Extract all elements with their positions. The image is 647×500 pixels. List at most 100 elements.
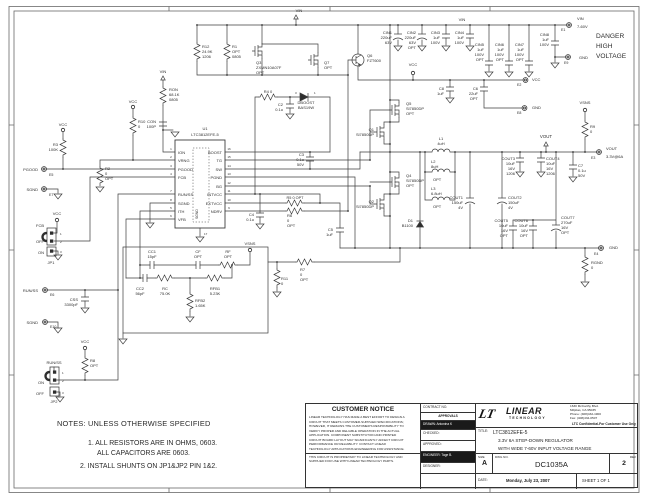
note-2: 2. INSTALL SHUNTS ON JP1&JP2 PIN 1&2. xyxy=(80,463,218,470)
schematic-label: 10uF xyxy=(546,161,556,166)
dboost-ref: DBOOST xyxy=(298,100,315,105)
junction-dots xyxy=(62,24,586,381)
schematic-label: 63V xyxy=(409,40,416,45)
sheet-border xyxy=(8,6,640,493)
approved-cell: APPROVED: xyxy=(421,441,475,452)
d1-ref: D1 xyxy=(408,218,414,223)
schematic-label: 9 xyxy=(228,206,230,210)
schematic-label: OPT xyxy=(256,70,265,75)
schematic-label: E2 xyxy=(517,83,521,87)
schematic-label: 16 xyxy=(227,147,231,151)
q7-mosfet xyxy=(307,51,319,69)
schematic-label: 4 xyxy=(170,172,172,176)
schematic-label: EXTVCC xyxy=(206,201,222,206)
approvals-header: APPROVALS xyxy=(421,413,475,421)
schematic-label: OPT xyxy=(500,233,509,238)
cout7-ref: COUT7 xyxy=(561,215,575,220)
vsns-net1: VSNS xyxy=(245,241,256,246)
danger-2: HIGH xyxy=(596,43,613,50)
schematic-label: OPT xyxy=(300,277,309,282)
schematic-label: 100V xyxy=(431,40,441,45)
q6-bjt xyxy=(351,53,365,67)
schematic-label: OFF xyxy=(36,239,45,244)
schematic-label: 1206 xyxy=(506,171,516,176)
c4-ref: C4 xyxy=(249,212,255,217)
schematic-label: 68.1K xyxy=(169,92,180,97)
q1-mosfet xyxy=(373,123,385,141)
q1-ref: Q1 xyxy=(369,127,375,132)
rev-label: REV xyxy=(629,455,636,459)
schematic-label: 63V xyxy=(385,40,392,45)
u1-part: LTC3812EFE-5 xyxy=(191,132,219,137)
schematic-label: 11 xyxy=(227,189,230,193)
cout1-ref: COUT1 xyxy=(449,195,463,200)
schematic-label: OPT xyxy=(232,49,241,54)
cin6-ref: CIN6 xyxy=(495,42,505,47)
contract-no-cell: CONTRACT NO. xyxy=(421,404,475,413)
q2-ref: Q2 xyxy=(369,199,375,204)
schematic-label: 10uF xyxy=(499,223,509,228)
schematic-label: 100V xyxy=(515,52,525,57)
schematic-label: 100V xyxy=(540,42,550,47)
jp2-label: JP2 xyxy=(51,399,59,404)
schematic-label: 13 xyxy=(227,172,231,176)
schematic-label: 1206 xyxy=(546,171,556,176)
c2-ref: C2 xyxy=(278,102,284,107)
schematic-label: 1.65K xyxy=(195,303,206,308)
schematic-label: 75.0K xyxy=(160,291,171,296)
date-row: DATE: Monday, July 23, 2007 SHEET 1 OF 1 xyxy=(476,474,638,489)
schematic-label: 2 xyxy=(170,155,172,159)
cout6-ref: COUT6 xyxy=(514,218,528,223)
jp2-header[interactable] xyxy=(44,366,60,397)
title-right-section: LT LINEAR TECHNOLOGY 1630 McCarthy Blvd.… xyxy=(476,404,638,489)
schematic-label: 1uF xyxy=(433,35,440,40)
jp1-header[interactable] xyxy=(41,227,57,257)
schematic-label: ON xyxy=(38,250,44,255)
labels-layer: VINR1224.9K1206R1OPT0805Q3ZXMN10A07FOPTQ… xyxy=(23,8,627,404)
schematic-label: OPT xyxy=(476,57,485,62)
customer-notice-footer: THIS CIRCUIT IS PROPRIETARY TO LINEAR TE… xyxy=(306,453,420,464)
schematic-label: OPT xyxy=(520,233,529,238)
rev-cell: REV 2 xyxy=(610,454,638,474)
schematic-label: 2 xyxy=(60,240,62,244)
cin7-ref: CIN7 xyxy=(515,42,525,47)
jp1-label: JP1 xyxy=(48,260,56,265)
r11-ref: R11 xyxy=(281,276,289,281)
schematic-label: 4V xyxy=(508,205,513,210)
schematic-label: 17 xyxy=(204,232,208,236)
schematic-label: 7 xyxy=(170,189,172,193)
rf-ref: RF xyxy=(225,249,231,254)
component-symbols xyxy=(53,14,590,403)
company-address: 1630 McCarthy Blvd. Milpitas, CA 95035 P… xyxy=(570,404,601,420)
title-label: TITLE: xyxy=(478,429,489,433)
schematic-label: 1uF xyxy=(437,91,444,96)
danger-3: VOLTAGE xyxy=(596,53,627,60)
schematic-label: OPT xyxy=(406,111,415,116)
schematic-label: 100V xyxy=(455,40,465,45)
rc-ref: RC xyxy=(162,286,168,291)
schematic-label: 1 xyxy=(60,232,62,236)
q3-ref: Q3 xyxy=(256,60,262,65)
dwg-no-cell: DWG NO. DC1035A xyxy=(493,454,610,474)
schematic-label: SGND xyxy=(26,187,38,192)
title-block: CUSTOMER NOTICE LINEAR TECHNOLOGY HAS MA… xyxy=(305,403,638,489)
schematic-label: 4uH xyxy=(437,141,444,146)
schematic-label: E7 xyxy=(49,193,53,197)
q5-mosfet xyxy=(388,101,400,119)
schematic-label: OPT xyxy=(287,223,296,228)
title-row: TITLE: LTC3812EFE-5 3.3V 6A STEP-DOWN RE… xyxy=(476,428,638,454)
schematic-label: 1uF xyxy=(517,47,524,52)
c3-ref: C3 xyxy=(299,152,305,157)
schematic-label: 24.9K xyxy=(202,49,213,54)
l2-ref: L2 xyxy=(431,159,436,164)
schematic-label: Si7850DP xyxy=(406,178,424,183)
schematic-label: OPT xyxy=(406,183,415,188)
cin8-ref: CIN8 xyxy=(540,32,550,37)
schematic-label: 6.8uH xyxy=(431,191,442,196)
pgood-net: PGOOD xyxy=(23,167,38,172)
c8-ref: C8 xyxy=(439,86,445,91)
schematic-label: E3 xyxy=(591,156,595,160)
schematic-label: E9 xyxy=(564,61,568,65)
